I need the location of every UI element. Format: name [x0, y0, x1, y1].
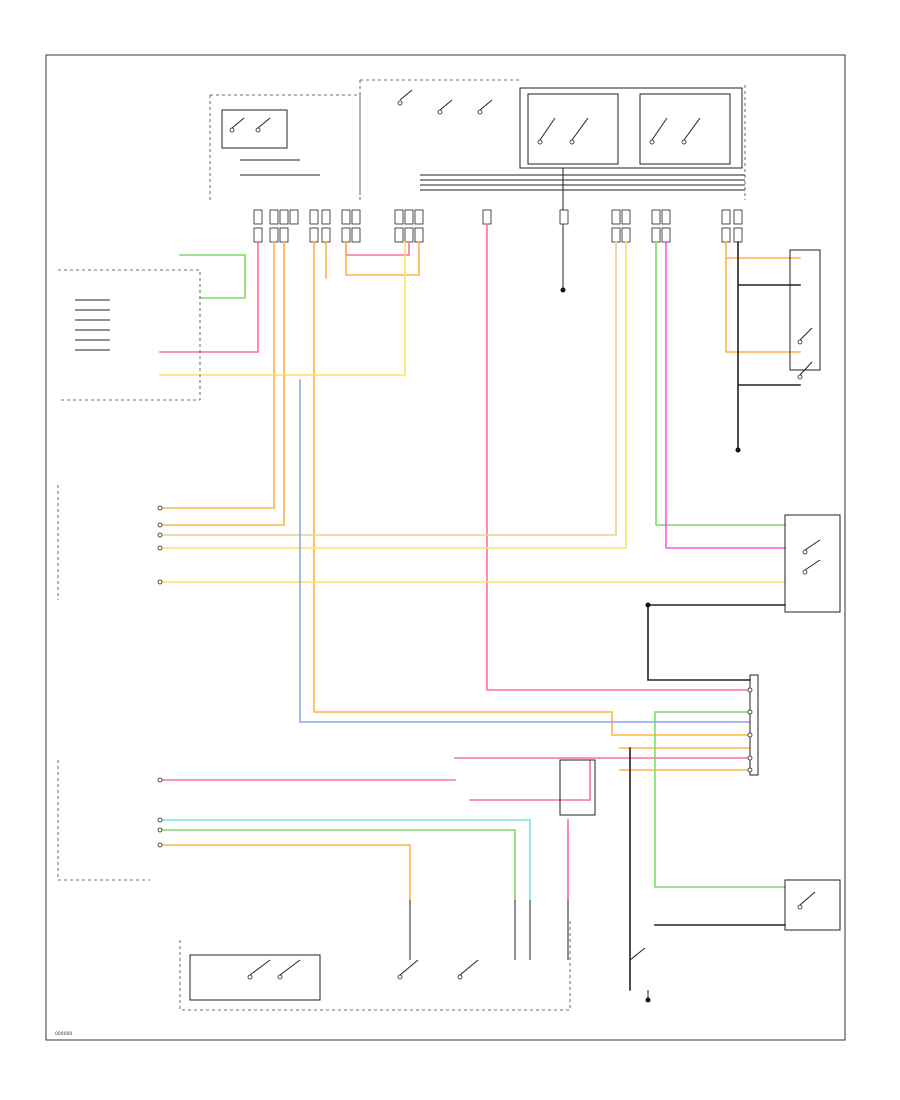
- wire-orange-8: [619, 747, 751, 771]
- wire-yellow-3: [159, 241, 406, 376]
- wire-green-2: [655, 241, 786, 526]
- module-left-upper: [58, 269, 201, 401]
- wire-orange-6: [725, 241, 801, 353]
- wire-green-4: [654, 711, 786, 888]
- wire-pink-1: [159, 241, 259, 353]
- bottom-switch-assembly: [179, 900, 571, 1011]
- wire-black-3: [629, 747, 786, 991]
- wire-black-1: [737, 241, 801, 451]
- connector-pins-top: [253, 209, 743, 243]
- module-left-middle: [57, 485, 163, 600]
- module-right-lower-switch: [784, 879, 841, 931]
- bottom-ground-switch: [629, 947, 651, 1003]
- footer-code: 000000: [55, 1031, 72, 1037]
- module-right-switch: [784, 514, 841, 613]
- wire-magenta-1: [665, 241, 786, 549]
- wire-pink-4: [159, 757, 751, 781]
- wire-yellow-1: [159, 241, 627, 549]
- wire-pink-2: [345, 241, 410, 256]
- module-right-upper-relay: [789, 249, 821, 380]
- wire-pink-3: [486, 223, 751, 691]
- top-fuse-block-right: [359, 79, 520, 195]
- module-left-lower: [57, 760, 163, 881]
- wire-orange-3: [313, 241, 751, 736]
- wire-cyan-1: [159, 819, 531, 901]
- wire-green-1: [179, 254, 246, 299]
- wire-green-3: [159, 829, 516, 901]
- top-fuse-block-left: [209, 94, 361, 200]
- wire-orange-2: [159, 241, 285, 526]
- module-right-control: [747, 674, 759, 776]
- wire-tan-1: [159, 241, 617, 536]
- wire-orange-1: [159, 241, 275, 509]
- wire-pink-5: [469, 759, 591, 901]
- wire-orange-7: [159, 844, 411, 901]
- connector-marker: [559, 759, 596, 816]
- wire-orange-4: [345, 241, 420, 276]
- wire-blue-1: [299, 379, 751, 723]
- relay-bus-lines: [420, 168, 745, 293]
- diagram-frame: [45, 54, 846, 1041]
- relay-block: [519, 85, 746, 200]
- wire-black-2: [647, 604, 786, 681]
